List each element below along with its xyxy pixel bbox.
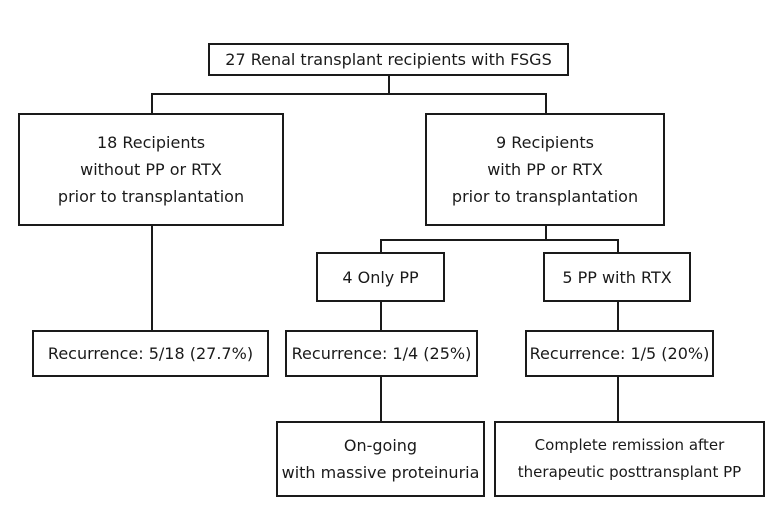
right-group-line-2: with PP or RTX <box>487 160 603 179</box>
left-group-line-3: prior to transplantation <box>57 187 245 206</box>
only-pp-outcome-box: On-going with massive proteinuria <box>276 421 485 497</box>
connector-root-split <box>151 93 546 95</box>
left-recurrence-label: Recurrence: 5/18 (27.7%) <box>47 344 254 363</box>
connector-to-left <box>151 93 153 115</box>
pp-rtx-outcome-line-1: Complete remission after <box>534 436 725 454</box>
pp-rtx-recurrence-box: Recurrence: 1/5 (20%) <box>525 330 714 377</box>
connector-right-down <box>545 224 547 240</box>
root-box: 27 Renal transplant recipients with FSGS <box>208 43 569 76</box>
only-pp-outcome-line-1: On-going <box>343 436 418 455</box>
pp-rtx-recurrence-label: Recurrence: 1/5 (20%) <box>529 344 710 363</box>
connector-to-pp-rtx <box>617 239 619 253</box>
only-pp-recurrence-label: Recurrence: 1/4 (25%) <box>291 344 472 363</box>
right-group-box: 9 Recipients with PP or RTX prior to tra… <box>425 113 665 226</box>
right-group-line-1: 9 Recipients <box>496 133 594 152</box>
pp-rtx-label: 5 PP with RTX <box>562 267 672 287</box>
connector-only-pp-down <box>380 300 382 332</box>
only-pp-recurrence-box: Recurrence: 1/4 (25%) <box>285 330 478 377</box>
root-label: 27 Renal transplant recipients with FSGS <box>225 50 552 69</box>
only-pp-label: 4 Only PP <box>342 267 419 287</box>
left-group-line-1: 18 Recipients <box>96 133 206 152</box>
connector-right-split <box>380 239 618 241</box>
connector-pp-rtx-down <box>617 300 619 332</box>
only-pp-box: 4 Only PP <box>316 252 445 302</box>
connector-left-down <box>151 224 153 331</box>
pp-rtx-outcome-box: Complete remission after therapeutic pos… <box>494 421 765 497</box>
connector-to-only-pp <box>380 239 382 253</box>
pp-rtx-box: 5 PP with RTX <box>543 252 691 302</box>
left-group-box: 18 Recipients without PP or RTX prior to… <box>18 113 284 226</box>
connector-root-down <box>388 74 390 94</box>
connector-only-pp-outcome <box>380 375 382 423</box>
only-pp-outcome-line-2: with massive proteinuria <box>281 463 480 482</box>
pp-rtx-outcome-line-2: therapeutic posttransplant PP <box>517 463 742 481</box>
connector-to-right <box>545 93 547 115</box>
left-group-line-2: without PP or RTX <box>80 160 222 179</box>
left-recurrence-box: Recurrence: 5/18 (27.7%) <box>32 330 269 377</box>
right-group-line-3: prior to transplantation <box>451 187 639 206</box>
connector-pp-rtx-outcome <box>617 375 619 423</box>
